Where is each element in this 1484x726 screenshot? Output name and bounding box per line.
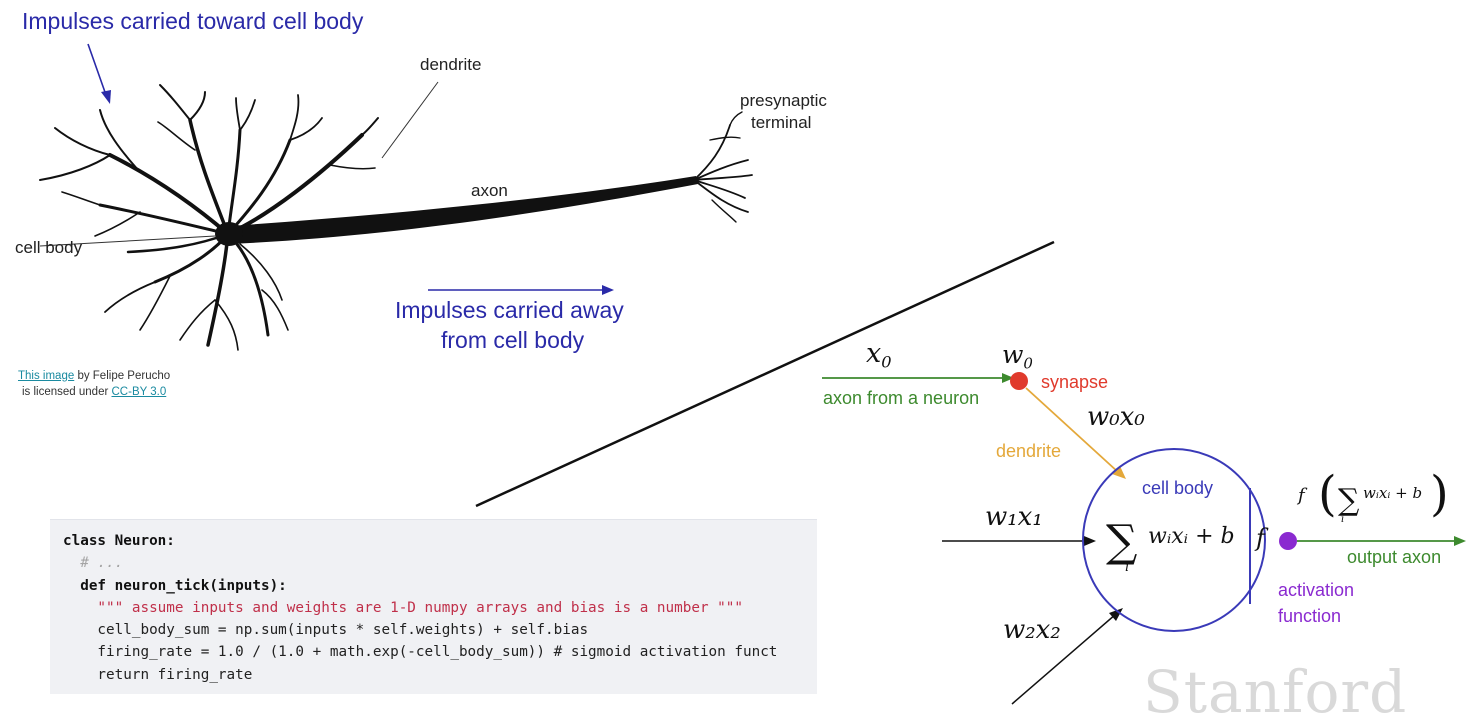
output-paren-close: ) (1430, 466, 1449, 522)
credit-author: by Felipe Perucho (74, 370, 171, 382)
neuron-illustration (39, 43, 753, 351)
code-block: class Neuron: # ... def neuron_tick(inpu… (50, 519, 817, 694)
w0-label: w0 (1002, 340, 1033, 373)
output-sum-expression: wᵢxᵢ + b (1363, 484, 1423, 502)
sum-symbol: ∑ (1106, 516, 1137, 567)
output-paren-open: ( (1318, 466, 1337, 522)
code-line: # ... (63, 555, 124, 572)
dendrite-label: dendrite (420, 55, 482, 74)
axon-from-neuron-label: axon from a neuron (823, 388, 980, 408)
activation-dot (1279, 532, 1297, 550)
sum-index: i (1125, 560, 1130, 575)
cell-body-circle (1082, 448, 1266, 632)
code-line: class Neuron: (63, 533, 175, 549)
code-line: cell_body_sum = np.sum(inputs * self.wei… (63, 622, 589, 639)
output-f: f (1298, 485, 1305, 506)
axon-label: axon (471, 181, 508, 200)
f-symbol: f (1256, 524, 1265, 552)
image-credit: This image by Felipe Perucho is licensed… (18, 368, 170, 400)
output-sum-symbol: ∑ (1338, 483, 1360, 518)
w2x2-label: w₂x₂ (1003, 615, 1061, 645)
code-line: return firing_rate (63, 666, 253, 683)
credit-license-prefix: is licensed under (22, 386, 112, 398)
synapse-label: synapse (1041, 372, 1109, 392)
code-line: """ assume inputs and weights are 1-D nu… (63, 599, 743, 616)
output-sum-index: i (1341, 514, 1345, 525)
cell-body-model-label: cell body (1142, 478, 1214, 498)
presynaptic-label: presynaptic (740, 91, 827, 110)
impulses-away-label-2: from cell body (441, 327, 585, 353)
w0x0-label: w₀x₀ (1087, 402, 1145, 432)
activation-label-1: activation (1278, 580, 1355, 600)
neuron-model-diagram: ∑ ∑ ( ) (822, 372, 1466, 705)
synapse-dot (1010, 372, 1028, 390)
cell-body-label: cell body (15, 238, 83, 257)
w1x1-label: w₁x₁ (985, 502, 1043, 532)
divider-line (475, 240, 1055, 508)
image-link[interactable]: This image (18, 370, 75, 382)
sum-expression: wᵢxᵢ + b (1148, 524, 1235, 549)
license-link[interactable]: CC-BY 3.0 (111, 386, 167, 398)
x0-label: x0 (866, 338, 892, 372)
dendrite-model-label: dendrite (996, 441, 1062, 461)
stanford-watermark: Stanford (1143, 658, 1408, 726)
code-line: def neuron_tick(inputs): (63, 577, 287, 594)
dendrite-arrow (1025, 387, 1119, 473)
code-line: firing_rate = 1.0 / (1.0 + math.exp(-cel… (63, 644, 778, 661)
w2x2-arrow (1011, 613, 1117, 705)
terminal-label: terminal (751, 113, 812, 132)
impulses-away-label-1: Impulses carried away (395, 297, 624, 323)
activation-label-2: function (1278, 606, 1342, 626)
output-axon-label: output axon (1347, 547, 1442, 567)
impulses-toward-label: Impulses carried toward cell body (22, 8, 364, 34)
